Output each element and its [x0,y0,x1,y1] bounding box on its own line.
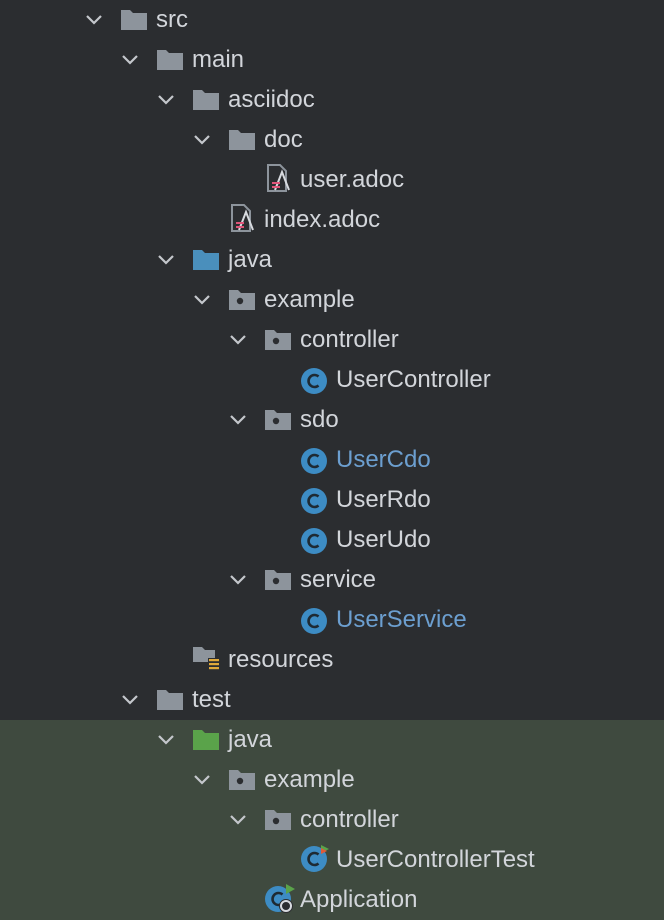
tree-item-label: UserService [336,606,467,633]
tree-item-label: service [300,566,377,593]
tree-item-label: asciidoc [228,86,315,113]
tree-item-label: example [264,766,355,793]
tree-item-main[interactable]: main [0,40,664,80]
tree-item-doc[interactable]: doc [0,120,664,160]
tree-item-label: user.adoc [300,166,405,193]
source-root-folder-icon [192,247,220,273]
package-icon [264,327,292,353]
java-class-icon [300,607,328,634]
test-root-folder-icon [192,727,220,753]
chevron-down-icon[interactable] [192,280,214,320]
tree-item-label: example [264,286,355,313]
tree-item-index-adoc[interactable]: index.adoc [0,200,664,240]
tree-item-label: controller [300,806,399,833]
chevron-down-icon[interactable] [228,560,250,600]
tree-item-userservice[interactable]: UserService [0,600,664,640]
tree-item-label: UserController [336,366,491,393]
chevron-down-icon[interactable] [228,400,250,440]
asciidoc-file-icon [228,204,256,232]
chevron-down-icon[interactable] [120,40,142,80]
tree-item-label: java [228,726,273,753]
package-icon [228,287,256,313]
chevron-down-icon[interactable] [228,320,250,360]
package-icon [264,407,292,433]
tree-item-service[interactable]: service [0,560,664,600]
package-icon [264,807,292,833]
asciidoc-file-icon [264,164,292,192]
tree-item-label: test [192,686,231,713]
tree-item-controller[interactable]: controller [0,800,664,840]
tree-item-userrdo[interactable]: UserRdo [0,480,664,520]
folder-icon [120,7,148,33]
folder-icon [156,687,184,713]
tree-item-usercdo[interactable]: UserCdo [0,440,664,480]
chevron-down-icon[interactable] [120,680,142,720]
chevron-down-icon[interactable] [156,720,178,760]
tree-item-userudo[interactable]: UserUdo [0,520,664,560]
tree-item-label: resources [228,646,334,673]
tree-item-label: UserCdo [336,446,431,473]
chevron-down-icon[interactable] [228,800,250,840]
spring-boot-app-icon [264,884,295,913]
tree-item-label: doc [264,126,303,153]
tree-item-label: controller [300,326,399,353]
tree-item-java[interactable]: java [0,720,664,760]
tree-item-test[interactable]: test [0,680,664,720]
tree-item-label: src [156,6,188,33]
tree-item-resources[interactable]: resources [0,640,664,680]
java-class-icon [300,367,328,394]
folder-icon [192,87,220,113]
tree-item-example[interactable]: example [0,280,664,320]
tree-item-application[interactable]: Application [0,880,664,920]
tree-item-asciidoc[interactable]: asciidoc [0,80,664,120]
java-class-icon [300,487,328,514]
package-icon [228,767,256,793]
tree-item-user-adoc[interactable]: user.adoc [0,160,664,200]
folder-icon [156,47,184,73]
tree-item-example[interactable]: example [0,760,664,800]
tree-item-src[interactable]: src [0,0,664,40]
tree-item-label: UserRdo [336,486,431,513]
tree-item-label: UserUdo [336,526,431,553]
tree-item-label: sdo [300,406,339,433]
tree-item-sdo[interactable]: sdo [0,400,664,440]
java-class-icon [300,447,328,474]
tree-item-label: main [192,46,245,73]
tree-item-label: UserControllerTest [336,846,535,873]
folder-icon [228,127,256,153]
chevron-down-icon[interactable] [192,120,214,160]
test-scope-highlight [0,720,664,920]
chevron-down-icon[interactable] [192,760,214,800]
tree-item-label: index.adoc [264,206,381,233]
tree-item-label: Application [300,886,418,913]
package-icon [264,567,292,593]
tree-item-controller[interactable]: controller [0,320,664,360]
chevron-down-icon[interactable] [156,80,178,120]
tree-item-usercontroller[interactable]: UserController [0,360,664,400]
tree-item-label: java [228,246,273,273]
chevron-down-icon[interactable] [156,240,178,280]
resources-folder-icon [192,644,220,672]
tree-item-usercontrollertest[interactable]: UserControllerTest [0,840,664,880]
test-class-icon [300,844,329,872]
java-class-icon [300,527,328,554]
tree-item-java[interactable]: java [0,240,664,280]
chevron-down-icon[interactable] [84,0,106,40]
